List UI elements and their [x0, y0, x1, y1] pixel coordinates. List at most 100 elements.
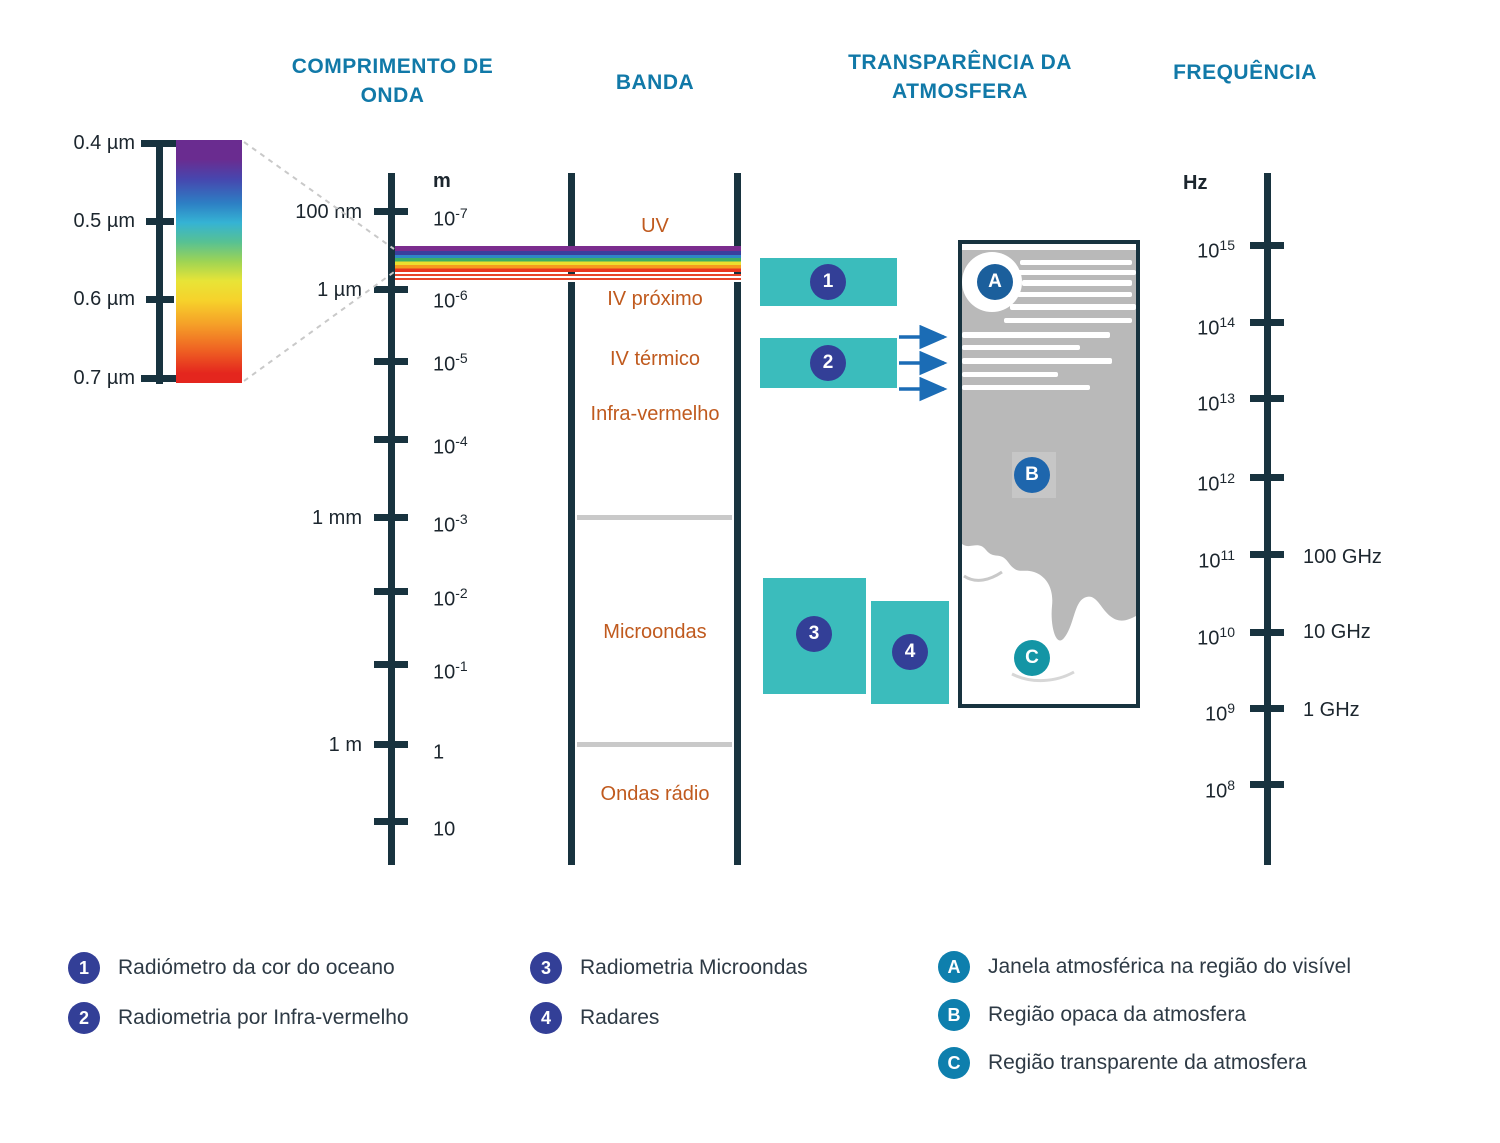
wavelength-tick — [374, 588, 408, 595]
transmission-slit — [1017, 292, 1132, 297]
legend-item-sensor-2: 2 Radiometria por Infra-vermelho — [68, 1002, 409, 1034]
scale-base: 10 — [1204, 703, 1228, 726]
wavelength-side-label: 100 nm — [295, 201, 362, 223]
legend-item-sensor-4: 4 Radares — [530, 1002, 659, 1034]
wavelength-tick — [374, 436, 408, 443]
scale-exp: -6 — [455, 287, 468, 303]
wavelength-side-label: 1 µm — [317, 279, 362, 301]
legend-text: Região opaca da atmosfera — [988, 1003, 1246, 1026]
legend-item-marker-b: B Região opaca da atmosfera — [938, 999, 1246, 1031]
visible-spectrum-tick — [141, 375, 179, 382]
visible-light-band — [395, 246, 741, 272]
band-label-near-ir: IV próximo — [607, 288, 703, 310]
band-column-left-rail — [568, 173, 575, 865]
visible-spectrum-tick-label: 0.6 µm — [73, 288, 135, 310]
transmission-slit — [1014, 270, 1136, 275]
frequency-axis — [1264, 173, 1271, 865]
wavelength-tick — [374, 286, 408, 293]
band-column-header: BANDA — [615, 71, 695, 94]
scale-base: 10 — [1197, 240, 1220, 263]
scale-exp: -4 — [455, 433, 468, 449]
scale-base: 10 — [433, 436, 456, 459]
wavelength-side-label: 1 m — [328, 734, 362, 756]
legend-text: Radares — [580, 1006, 660, 1029]
legend-item-sensor-3: 3 Radiometria Microondas — [530, 952, 808, 984]
legend-item-marker-c: C Região transparente da atmosfera — [938, 1047, 1307, 1079]
scale-exp: -7 — [455, 205, 468, 221]
scale-base: 10 — [433, 353, 456, 376]
scale-exp: 15 — [1219, 237, 1235, 253]
sensor-1-badge: 1 — [810, 264, 846, 300]
frequency-scale-label: 1014 — [1150, 307, 1235, 340]
band-column-right-rail — [734, 173, 741, 865]
band-label-radio: Ondas rádio — [600, 783, 710, 805]
visible-spectrum-tick-label: 0.4 µm — [73, 132, 135, 154]
band-label-microwave: Microondas — [603, 621, 707, 643]
legend-text: Radiometria por Infra-vermelho — [118, 1006, 409, 1029]
opacity-wisp — [1011, 670, 1075, 683]
scale-base: 1 — [433, 741, 445, 764]
scale-exp: 12 — [1219, 470, 1235, 486]
visible-spectrum-tick — [141, 140, 179, 147]
opacity-wisp — [963, 570, 1003, 582]
frequency-side-label: 1 GHz — [1303, 699, 1360, 721]
band-label-infrared: Infra-vermelho — [590, 403, 720, 425]
atmosphere-marker-c-badge: C — [1014, 640, 1050, 676]
scale-base: 10 — [433, 208, 456, 231]
legend-marker-b-badge: B — [938, 999, 970, 1031]
visible-spectrum-bar — [176, 140, 242, 383]
sensor-3-badge: 3 — [796, 616, 832, 652]
legend-text: Janela atmosférica na região do visível — [988, 955, 1352, 978]
wavelength-scale-label: 10-4 — [433, 426, 523, 459]
wavelength-tick — [374, 358, 408, 365]
wavelength-tick — [374, 741, 408, 748]
scale-base: 10 — [433, 514, 456, 537]
frequency-tick — [1250, 474, 1284, 481]
wavelength-scale-label: 10-5 — [433, 343, 523, 376]
frequency-scale-label: 108 — [1150, 770, 1235, 803]
legend-text: Radiómetro da cor do oceano — [118, 956, 395, 979]
frequency-tick — [1250, 319, 1284, 326]
atmosphere-transparency-panel — [958, 240, 1140, 708]
transmission-slit — [1010, 304, 1136, 310]
frequency-side-label: 10 GHz — [1303, 621, 1371, 643]
legend-sensor-2-badge: 2 — [68, 1002, 100, 1034]
frequency-tick — [1250, 395, 1284, 402]
scale-exp: 13 — [1219, 390, 1235, 406]
sensor-4-badge: 4 — [892, 634, 928, 670]
atmosphere-marker-a-badge: A — [977, 264, 1013, 300]
frequency-tick — [1250, 551, 1284, 558]
scale-exp: -1 — [455, 658, 468, 674]
band-separator — [577, 742, 732, 747]
legend-marker-c-badge: C — [938, 1047, 970, 1079]
visible-spectrum-tick-label: 0.7 µm — [73, 367, 135, 389]
wavelength-tick — [374, 661, 408, 668]
frequency-scale-label: 1010 — [1150, 617, 1235, 650]
wavelength-scale-label: 10-7 — [433, 198, 523, 231]
atmosphere-marker-b-badge: B — [1014, 457, 1050, 493]
wavelength-scale-label: 10-2 — [433, 578, 523, 611]
legend-sensor-1-badge: 1 — [68, 952, 100, 984]
scale-exp: -5 — [455, 350, 468, 366]
legend-sensor-3-badge: 3 — [530, 952, 562, 984]
transmission-slit — [962, 358, 1112, 364]
scale-base: 10 — [1197, 473, 1220, 496]
transmission-slit — [1022, 280, 1132, 286]
visible-light-band-tail — [395, 274, 741, 282]
legend-item-marker-a: A Janela atmosférica na região do visíve… — [938, 951, 1351, 983]
wavelength-scale-label: 10-1 — [433, 651, 523, 684]
legend-text: Radiometria Microondas — [580, 956, 808, 979]
legend-marker-a-badge: A — [938, 951, 970, 983]
wavelength-scale-label: 1 — [433, 731, 523, 764]
scale-base: 10 — [1204, 780, 1228, 803]
frequency-tick — [1250, 781, 1284, 788]
frequency-tick — [1250, 705, 1284, 712]
visible-spectrum-tick — [146, 296, 174, 303]
frequency-scale-label: 1011 — [1150, 540, 1235, 573]
scale-base: 10 — [433, 290, 456, 313]
scale-exp: 14 — [1219, 314, 1235, 330]
frequency-scale-label: 109 — [1150, 693, 1235, 726]
frequency-column-header: FREQUÊNCIA — [1173, 61, 1317, 84]
wavelength-scale-label: 10-6 — [433, 280, 523, 313]
